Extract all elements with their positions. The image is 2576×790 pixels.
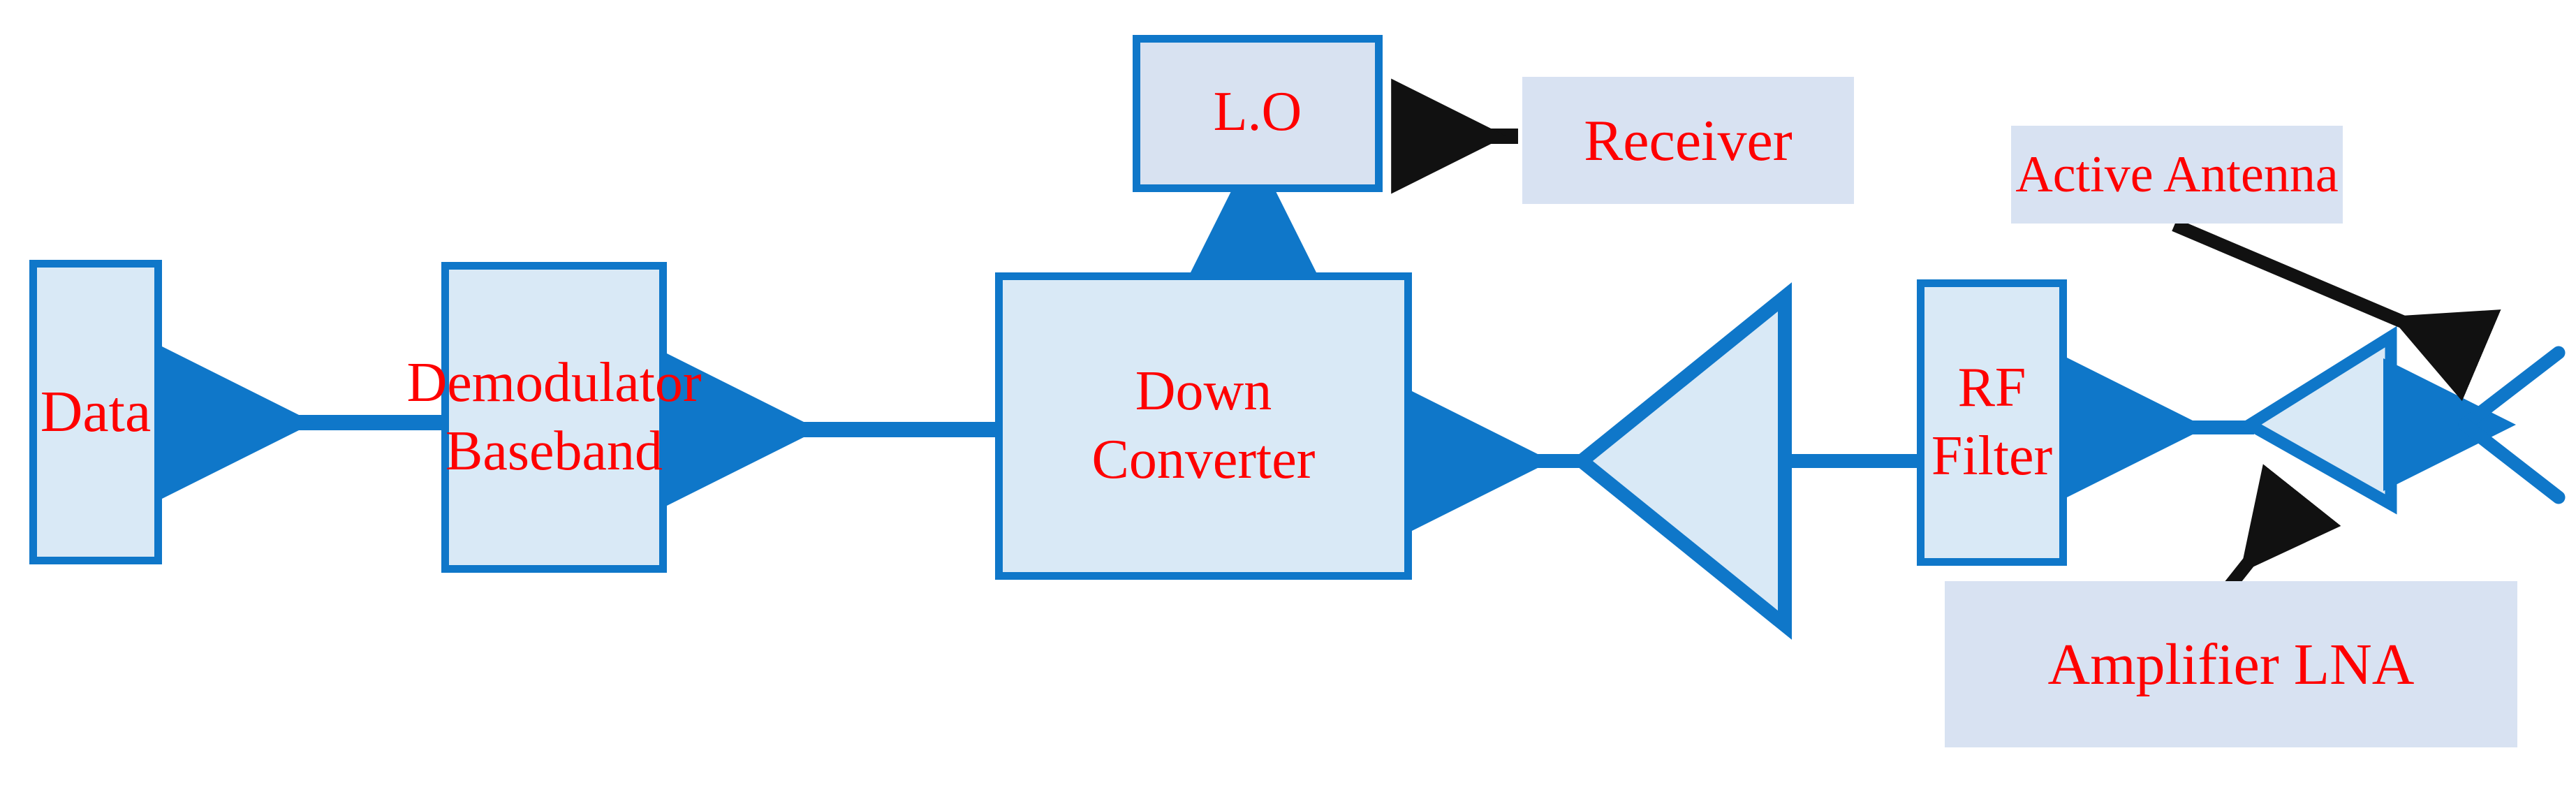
amplifier-triangle-icon (1496, 282, 1792, 640)
callout-receiver[interactable]: Receiver (1522, 77, 1854, 204)
block-data[interactable]: Data (29, 260, 162, 564)
block-down-converter[interactable]: Down Converter (995, 272, 1412, 580)
block-down-converter-label-line2: Converter (1091, 429, 1316, 490)
callout-active-antenna[interactable]: Active Antenna (2011, 126, 2343, 224)
block-local-oscillator[interactable]: L.O (1133, 35, 1383, 192)
callout-active-antenna-label: Active Antenna (2015, 145, 2339, 203)
block-rf-filter[interactable]: RF Filter (1917, 279, 2067, 566)
block-down-converter-label-line1: Down (1135, 360, 1272, 423)
annotation-active-antenna-pointer (2172, 219, 2501, 402)
lna-triangle-icon (2238, 325, 2397, 515)
callout-receiver-label: Receiver (1584, 108, 1793, 173)
callout-amplifier-lna-label: Amplifier LNA (2047, 631, 2415, 697)
block-rf-filter-label-line1: RF (1957, 357, 2026, 419)
block-local-oscillator-label: L.O (1213, 80, 1302, 142)
block-data-label: Data (40, 379, 152, 444)
block-rf-filter-label-line2: Filter (1931, 425, 2053, 487)
dipole-antenna-icon (2458, 346, 2566, 504)
block-demodulator-label-line1: Demodulator (406, 351, 702, 414)
callout-amplifier-lna[interactable]: Amplifier LNA (1945, 581, 2517, 747)
block-demodulator-baseband[interactable]: Demodulator Baseband (406, 262, 702, 573)
block-demodulator-label-line2: Baseband (446, 420, 663, 482)
